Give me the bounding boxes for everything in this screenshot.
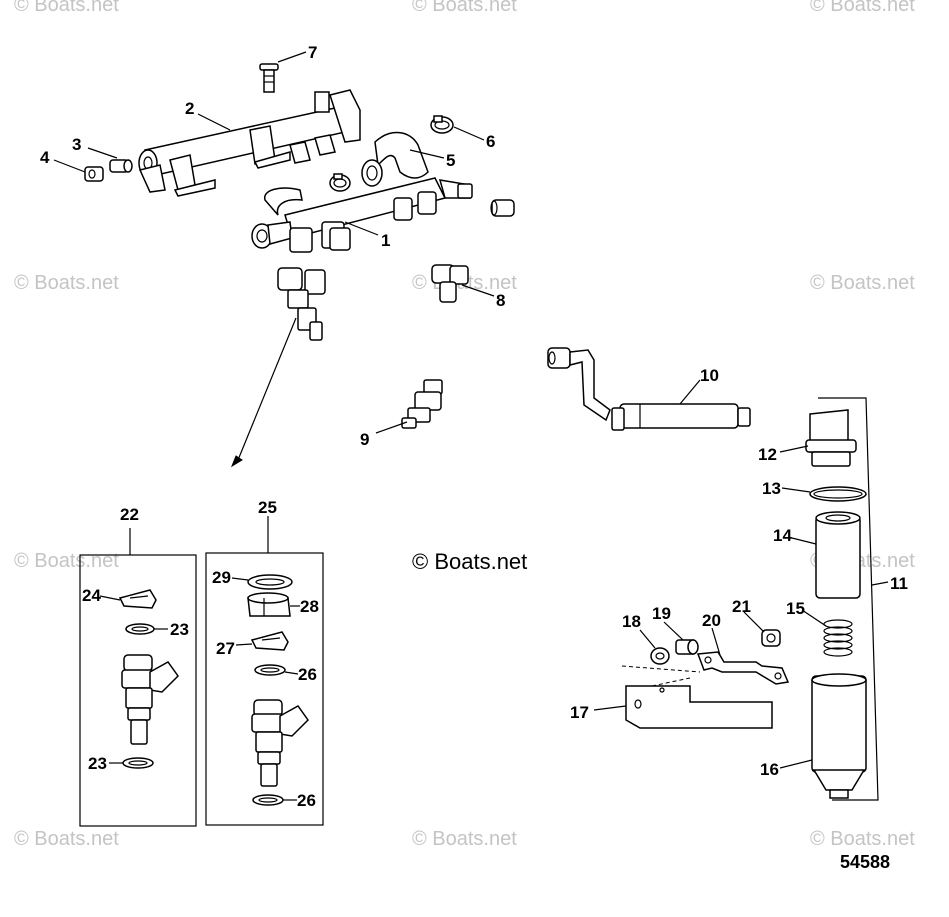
part-26-o-ring-top [254, 664, 286, 676]
callout-21: 21 [732, 597, 751, 616]
part-19-screw [675, 639, 699, 655]
part-10-fuel-line [547, 347, 751, 431]
callout-14: 14 [773, 526, 792, 545]
part-15-spring [823, 619, 853, 657]
callout-18: 18 [622, 612, 641, 631]
callout-4: 4 [40, 148, 50, 167]
watermark-mid-left: © Boats.net [14, 272, 119, 294]
alignment-line-1 [621, 665, 701, 673]
callout-12: 12 [758, 445, 777, 464]
part-11-bracket [818, 397, 879, 801]
callout-7: 7 [308, 43, 317, 62]
part-6-hose-clamp-lower [329, 173, 351, 192]
kit-22-injector [121, 654, 179, 745]
part-4-cap [84, 166, 104, 182]
part-27-clip [250, 631, 289, 651]
callout-28: 28 [300, 597, 319, 616]
kit-22-box [79, 554, 197, 827]
watermark-bottom-right: © Boats.net [810, 828, 915, 850]
callout-20: 20 [702, 611, 721, 630]
callout-19: 19 [652, 604, 671, 623]
callout-9: 9 [360, 430, 369, 449]
part-18-washer [650, 647, 670, 665]
callout-29: 29 [212, 568, 231, 587]
part-9-sensor [401, 379, 443, 429]
part-24-clip [118, 589, 157, 609]
callout-23-top: 23 [170, 620, 189, 639]
callout-23-bottom: 23 [88, 754, 107, 773]
callout-13: 13 [762, 479, 781, 498]
watermark-top-center: © Boats.net [412, 0, 517, 16]
part-23-o-ring-bottom [122, 757, 154, 769]
callout-1: 1 [381, 231, 390, 250]
part-13-o-ring [809, 486, 867, 502]
part-5-fuel-hose [361, 131, 429, 187]
callout-8: 8 [496, 291, 505, 310]
watermark-top-left: © Boats.net [14, 0, 119, 16]
part-12-filter-cap [805, 409, 857, 467]
part-cap-small [490, 199, 515, 217]
callout-3: 3 [72, 135, 81, 154]
part-6-hose-clamp [430, 115, 454, 134]
part-28-spacer [247, 592, 291, 617]
callout-27: 27 [216, 639, 235, 658]
callout-15: 15 [786, 599, 805, 618]
part-26-o-ring-bottom [252, 794, 284, 806]
part-20-clamp-strap [696, 651, 790, 685]
part-29-retainer [247, 574, 293, 590]
callout-26-top: 26 [298, 665, 317, 684]
part-21-nut [761, 629, 781, 647]
callout-2: 2 [185, 99, 194, 118]
part-2-fuel-rail [138, 89, 361, 197]
callout-24: 24 [82, 586, 101, 605]
injector-detail [277, 267, 326, 341]
callout-17: 17 [570, 703, 589, 722]
callout-26-bottom: 26 [297, 791, 316, 810]
callout-25: 25 [258, 498, 277, 517]
callout-6: 6 [486, 132, 495, 151]
center-watermark: © Boats.net [412, 549, 528, 574]
watermark-bottom-left: © Boats.net [14, 828, 119, 850]
kit-25-injector [251, 699, 309, 787]
watermark-bottom-center: © Boats.net [412, 828, 517, 850]
part-14-filter-element [815, 511, 861, 599]
part-17-mounting-bracket [625, 685, 773, 729]
part-8-elbow-fitting [431, 264, 469, 303]
figure-number: 54588 [840, 852, 891, 872]
part-23-o-ring-top [125, 623, 155, 635]
callout-22: 22 [120, 505, 139, 524]
part-16-filter-bowl [811, 673, 867, 799]
watermark-mid-right: © Boats.net [810, 272, 915, 294]
callout-5: 5 [446, 151, 455, 170]
pointer-arrow [230, 455, 243, 468]
callout-10: 10 [700, 366, 719, 385]
part-3-fitting [109, 159, 133, 173]
part-7-bolt [259, 63, 279, 93]
kit-25-box [205, 552, 324, 826]
alignment-line-2 [651, 677, 691, 687]
callout-16: 16 [760, 760, 779, 779]
watermark-top-right: © Boats.net [810, 0, 915, 16]
part-1-fuel-rail-assembly [251, 177, 473, 253]
callout-11: 11 [890, 574, 908, 593]
